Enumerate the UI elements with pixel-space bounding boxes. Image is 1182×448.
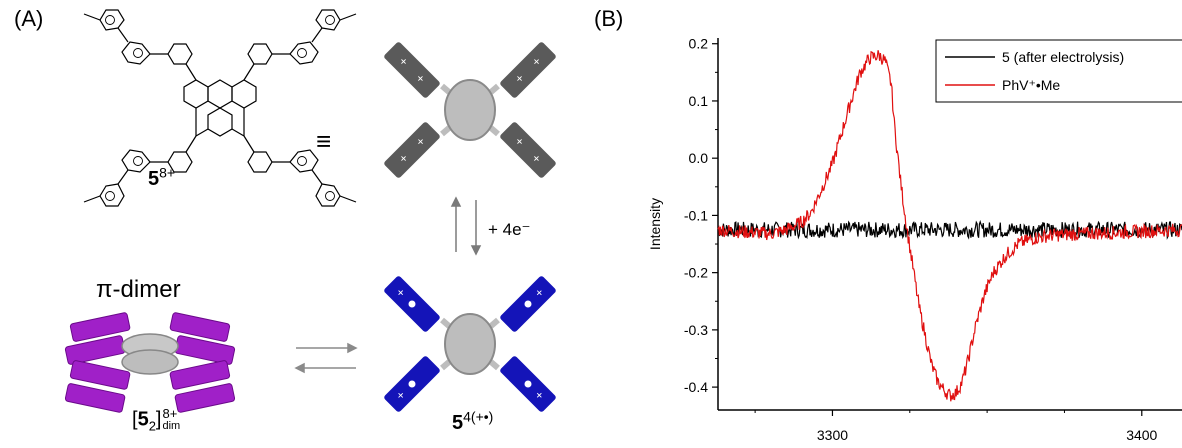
- y-axis-label: Intensity: [647, 198, 663, 250]
- chart-axes: -0.4 -0.3 -0.2 -0.1 0.0 0.1 0.2 3300 3400 Intensi…: [647, 36, 1182, 443]
- epr-chart: -0.4 -0.3 -0.2 -0.1 0.0 0.1 0.2 3300 3400 Intensi…: [647, 36, 1182, 443]
- structure-5-8plus: [83, 9, 357, 207]
- arm-lower-left: ++: [384, 122, 440, 178]
- legend-box: [935, 39, 1182, 103]
- radical-arm-upper-right: +: [500, 276, 556, 332]
- radical-arm-lower-right: +: [500, 356, 556, 412]
- chart-series: [717, 50, 1182, 402]
- reduction-arrows: [450, 196, 482, 256]
- reduction-label: + 4e⁻: [488, 220, 531, 239]
- radical-core-disc: [444, 313, 496, 375]
- chart-legend: 5 (after electrolysis) PhV⁺•Me: [935, 39, 1182, 103]
- arm-lower-right: ++: [500, 122, 556, 178]
- panel-a-label: (A): [14, 6, 44, 31]
- y-tick-label: -0.3: [684, 322, 708, 338]
- cartoon-pi-dimer: [64, 312, 236, 413]
- equivalence-symbol: ≡: [316, 126, 332, 156]
- series-line-2: [717, 50, 1182, 402]
- legend-label-1: 5 (after electrolysis): [1002, 49, 1124, 65]
- dimer-title: π-dimer: [96, 276, 181, 303]
- y-tick-label: 0.0: [689, 150, 709, 166]
- arm-upper-right: ++: [500, 42, 556, 98]
- compound-5-label: 58+: [148, 164, 176, 190]
- equilibrium-arrows: [294, 342, 358, 374]
- cartoon-5-radical: + + + +: [384, 276, 556, 412]
- arm-upper-left: ++: [384, 42, 440, 98]
- y-tick-label: 0.1: [689, 93, 709, 109]
- panel-b-label: (B): [594, 6, 624, 31]
- dimer-formula: [52]8+dim: [132, 406, 181, 434]
- x-tick-label: 3400: [1126, 427, 1157, 443]
- y-tick-label: -0.1: [684, 207, 708, 223]
- y-tick-label: -0.2: [684, 265, 708, 281]
- y-tick-label: -0.4: [684, 379, 708, 395]
- radical-arm-upper-left: +: [384, 276, 440, 332]
- radical-label: 54(+•): [452, 408, 494, 434]
- cartoon-5-oxidized: ++ ++ ++ ++: [384, 42, 556, 178]
- core-disc: [444, 79, 496, 141]
- radical-arm-lower-left: +: [384, 356, 440, 412]
- x-tick-label: 3300: [817, 427, 848, 443]
- y-tick-label: 0.2: [689, 36, 709, 52]
- legend-label-2: PhV⁺•Me: [1002, 77, 1060, 93]
